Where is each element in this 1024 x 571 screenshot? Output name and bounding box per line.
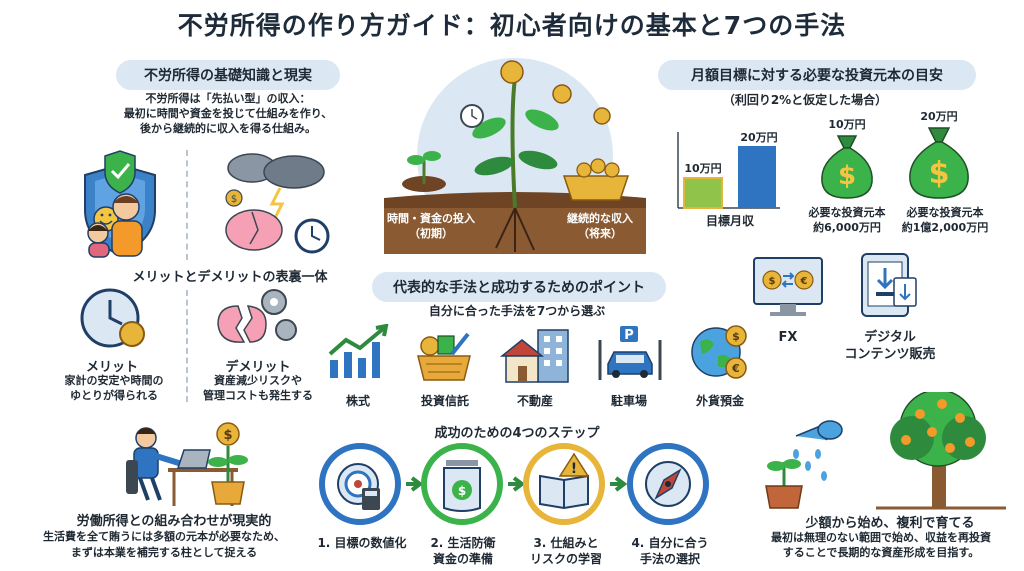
bar-axis-label: 目標月収 bbox=[705, 214, 754, 228]
compound-line-2: することで長期的な資産形成を目指す。 bbox=[782, 546, 980, 559]
method-parking-label: 駐車場 bbox=[610, 394, 647, 408]
page-title: 不労所得の作り方ガイド：初心者向けの基本と7つの手法 bbox=[177, 11, 847, 40]
svg-text:$: $ bbox=[929, 156, 950, 191]
steps-heading: 成功のための4つのステップ bbox=[434, 426, 600, 441]
merit-desc-1: 家計の安定や時間の bbox=[64, 374, 164, 387]
work-desk-illustration bbox=[126, 427, 238, 506]
method-funds-label: 投資信託 bbox=[420, 394, 469, 408]
bag2-label-1: 必要な投資元本 bbox=[906, 206, 984, 219]
method-fx-label: FX bbox=[778, 330, 798, 345]
step-4-label-2: 手法の選択 bbox=[639, 552, 700, 566]
family-shield-illustration bbox=[84, 163, 156, 258]
bag1-label-2: 約6,000万円 bbox=[813, 221, 881, 234]
svg-text:$: $ bbox=[231, 194, 237, 205]
basics-heading: 不労所得の基礎知識と現実 bbox=[116, 60, 340, 90]
labor-line-2: まずは本業を補完する柱として捉える bbox=[70, 546, 258, 559]
bar-low bbox=[683, 177, 723, 209]
bag1-label-1: 必要な投資元本 bbox=[808, 206, 886, 219]
svg-text:€: € bbox=[800, 276, 808, 287]
growing-tree-illustration bbox=[384, 58, 646, 254]
demerit-title: デメリット bbox=[225, 360, 291, 375]
target-note: （利回り2%と仮定した場合） bbox=[722, 93, 888, 107]
tree-left-label-1: 時間・資金の投入 bbox=[387, 212, 475, 225]
coin-sprout-icon: $ bbox=[208, 422, 248, 505]
step-3-label-1: 3. 仕組みと bbox=[533, 536, 599, 550]
basics-line-1: 不労所得は「先払い型」の収入： bbox=[145, 92, 311, 105]
svg-text:$: $ bbox=[732, 330, 740, 343]
clock-icon bbox=[80, 288, 145, 348]
step-2-label-2: 資金の準備 bbox=[432, 552, 493, 566]
arrow-icon bbox=[406, 476, 424, 492]
demerit-desc-1: 資産減少リスクや bbox=[214, 374, 302, 387]
svg-text:P: P bbox=[624, 328, 634, 343]
method-forex-deposit-label: 外貨預金 bbox=[695, 394, 744, 408]
methods-subheading: 自分に合った手法を7つから選ぶ bbox=[428, 304, 606, 318]
methods-heading: 代表的な手法と成功するためのポイント bbox=[372, 272, 666, 302]
svg-text:$: $ bbox=[458, 484, 466, 498]
demerit-desc-2: 管理コストも発生する bbox=[203, 389, 313, 402]
tree-right-label-1: 継続的な収入 bbox=[567, 212, 633, 225]
method-real-estate-label: 不動産 bbox=[516, 394, 553, 408]
step-4-label-1: 4. 自分に合う bbox=[631, 536, 709, 550]
money-bag-icon: $ bbox=[909, 127, 969, 199]
real-estate-icon bbox=[500, 329, 569, 383]
arrow-icon bbox=[610, 476, 628, 492]
fx-monitor-icon: $ € bbox=[753, 257, 823, 316]
broken-piggy-gears-icon bbox=[217, 289, 297, 343]
basics-line-3: 後から継続的に収入を得る仕組み。 bbox=[140, 122, 316, 135]
step-2-label-1: 2. 生活防衛 bbox=[430, 536, 496, 550]
bar-high-label: 20万円 bbox=[740, 131, 778, 144]
bag1-top: 10万円 bbox=[828, 118, 866, 131]
money-bag-icon: $ bbox=[821, 135, 873, 199]
method-digital-label-1: デジタル bbox=[864, 330, 916, 345]
tree-right-label-2: （将来） bbox=[578, 227, 622, 240]
bar-low-label: 10万円 bbox=[684, 162, 722, 175]
method-stocks-label: 株式 bbox=[345, 394, 370, 408]
svg-text:!: ! bbox=[571, 461, 577, 477]
merit-heading: メリットとデメリットの表裏一体 bbox=[132, 270, 328, 285]
fund-basket-icon bbox=[417, 332, 471, 381]
globe-currency-icon: $ € bbox=[691, 325, 747, 379]
compound-growth-illustration bbox=[765, 392, 1006, 510]
compound-line-1: 最初は無理のない範囲で始め、収益を再投資 bbox=[771, 531, 991, 544]
merit-title: メリット bbox=[85, 360, 138, 375]
piggy-storm-illustration: $ bbox=[225, 153, 330, 254]
divider bbox=[186, 290, 188, 402]
arrow-icon bbox=[508, 476, 526, 492]
compound-heading: 少額から始め、複利で育てる bbox=[805, 516, 975, 531]
svg-text:$: $ bbox=[769, 276, 776, 287]
steps-flow: $ ! bbox=[319, 443, 709, 525]
digital-tablet-icon bbox=[861, 253, 917, 317]
stock-chart-icon bbox=[328, 324, 389, 378]
income-bar-chart bbox=[677, 132, 780, 209]
svg-text:$: $ bbox=[838, 161, 856, 191]
svg-text:$: $ bbox=[223, 428, 232, 443]
bag2-top: 20万円 bbox=[920, 110, 958, 123]
target-heading: 月額目標に対する必要な投資元本の目安 bbox=[658, 60, 976, 90]
merit-desc-2: ゆとりが得られる bbox=[70, 389, 158, 402]
check-shield-icon bbox=[104, 150, 136, 194]
step-1-label: 1. 目標の数値化 bbox=[317, 536, 407, 550]
labor-heading: 労働所得との組み合わせが現実的 bbox=[76, 514, 272, 529]
method-digital-label-2: コンテンツ販売 bbox=[844, 347, 936, 362]
bar-high bbox=[738, 146, 776, 208]
divider bbox=[186, 150, 188, 260]
svg-text:€: € bbox=[731, 362, 740, 375]
tree-left-label-2: （初期） bbox=[409, 227, 453, 240]
step-3-label-2: リスクの学習 bbox=[529, 552, 602, 566]
bag2-label-2: 約1億2,000万円 bbox=[901, 221, 989, 234]
labor-line-1: 生活費を全て賄うには多額の元本が必要なため、 bbox=[43, 530, 285, 543]
parking-car-icon: P bbox=[598, 326, 662, 380]
basics-line-2: 最初に時間や資金を投じて仕組みを作り、 bbox=[123, 107, 333, 120]
